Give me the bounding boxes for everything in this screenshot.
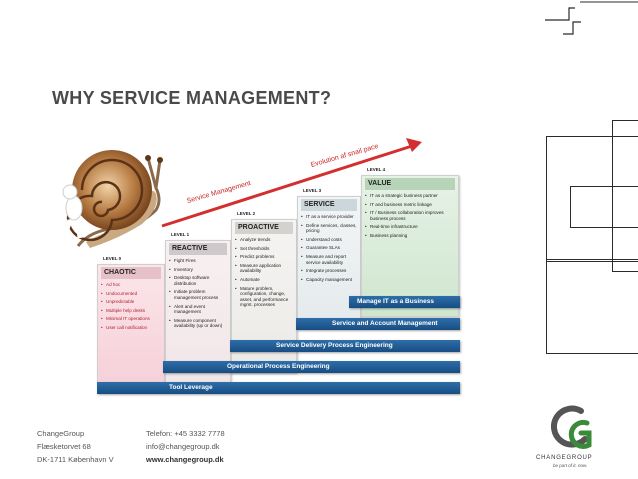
level-name: VALUE: [365, 178, 455, 190]
bar-label: Service Delivery Process Engineering: [276, 342, 393, 349]
list-item: Minimal IT operations: [101, 316, 162, 322]
snail-icon: [61, 150, 163, 248]
level-4-value: LEVEL 4 VALUE IT as a strategic business…: [361, 167, 459, 317]
list-item: Alert and event management: [169, 304, 228, 315]
level-label: LEVEL 2: [237, 211, 256, 216]
list-item: Guarantee SLAs: [301, 245, 358, 251]
bar-label: Tool Leverage: [169, 384, 213, 391]
list-item: Predict problems: [235, 254, 294, 260]
bar-manage-it-business: Manage IT as a Business: [349, 296, 460, 308]
frame-decoration-3: [546, 259, 638, 354]
slide-title: WHY SERVICE MANAGEMENT?: [52, 88, 332, 108]
list-item: Measure component availability (up or do…: [169, 318, 228, 329]
level-name: SERVICE: [301, 199, 357, 211]
level-name: PROACTIVE: [235, 222, 293, 234]
list-item: Measure application availability: [235, 263, 294, 274]
list-item: Set thresholds: [235, 246, 294, 252]
bar-service-account-management: Service and Account Management: [296, 318, 460, 330]
list-item: Mature problem, configuration, change, a…: [235, 286, 294, 308]
list-item: Fight Fires: [169, 258, 228, 264]
logo-tagline: be part of it. now.: [553, 463, 588, 468]
bar-service-delivery-engineering: Service Delivery Process Engineering: [230, 340, 460, 352]
footer-phone: Telefon: +45 3332 7778: [146, 429, 225, 438]
list-item: IT / Business collaboration improves bus…: [365, 210, 456, 221]
list-item: Multiple help desks: [101, 308, 162, 314]
list-item: Business planning: [365, 233, 456, 239]
frame-decoration-1: [546, 136, 638, 262]
footer-city: DK-1711 København V: [37, 455, 114, 464]
list-item: Ad hoc: [101, 282, 162, 288]
bar-label: Operational Process Engineering: [227, 363, 330, 370]
level-label: LEVEL 3: [303, 188, 322, 193]
footer-email[interactable]: info@changegroup.dk: [146, 442, 220, 451]
level-label: LEVEL 1: [171, 232, 190, 237]
level-3-service: LEVEL 3 SERVICE IT as a service provider…: [297, 188, 361, 328]
list-item: Undocumented: [101, 291, 162, 297]
bar-label: Service and Account Management: [332, 320, 438, 327]
list-item: Initiate problem management process: [169, 289, 228, 300]
list-item: IT as a strategic business partner: [365, 193, 456, 199]
list-item: IT and business metric linkage: [365, 202, 456, 208]
evolution-arrow: [161, 138, 422, 228]
changegroup-logo-icon: [551, 405, 592, 449]
footer-website-link[interactable]: www.changegroup.dk: [146, 455, 224, 464]
level-name: CHAOTIC: [101, 267, 161, 279]
level-label: LEVEL 4: [367, 167, 386, 172]
logo-wordmark: CHANGEGROUP: [536, 455, 593, 461]
level-name: REACTIVE: [169, 243, 227, 255]
list-item: Inventory: [169, 267, 228, 273]
footer-company: ChangeGroup: [37, 429, 85, 438]
bar-label: Manage IT as a Business: [357, 298, 434, 305]
list-item: Analyze trends: [235, 237, 294, 243]
list-item: Integrate processes: [301, 268, 358, 274]
corner-decoration: [545, 1, 638, 35]
list-item: Automate: [235, 277, 294, 283]
level-label: LEVEL 0: [103, 256, 122, 261]
list-item: Desktop software distribution: [169, 275, 228, 286]
footer-street: Flæsketorvet 68: [37, 442, 91, 451]
list-item: Real-time infrastructure: [365, 224, 456, 230]
list-item: Define services, classes, pricing: [301, 223, 358, 234]
list-item: Understand costs: [301, 237, 358, 243]
list-item: User call notification: [101, 325, 162, 331]
list-item: Unpredictable: [101, 299, 162, 305]
frame-decoration-2: [570, 186, 638, 228]
bar-operational-process-engineering: Operational Process Engineering: [163, 361, 460, 373]
frame-decoration-4: [612, 120, 638, 272]
bar-tool-leverage: Tool Leverage: [97, 382, 460, 394]
list-item: Capacity management: [301, 277, 358, 283]
list-item: IT as a service provider: [301, 214, 358, 220]
list-item: Measure and report service availability: [301, 254, 358, 265]
level-0-chaotic: LEVEL 0 CHAOTIC Ad hoc Undocumented Unpr…: [97, 256, 165, 386]
